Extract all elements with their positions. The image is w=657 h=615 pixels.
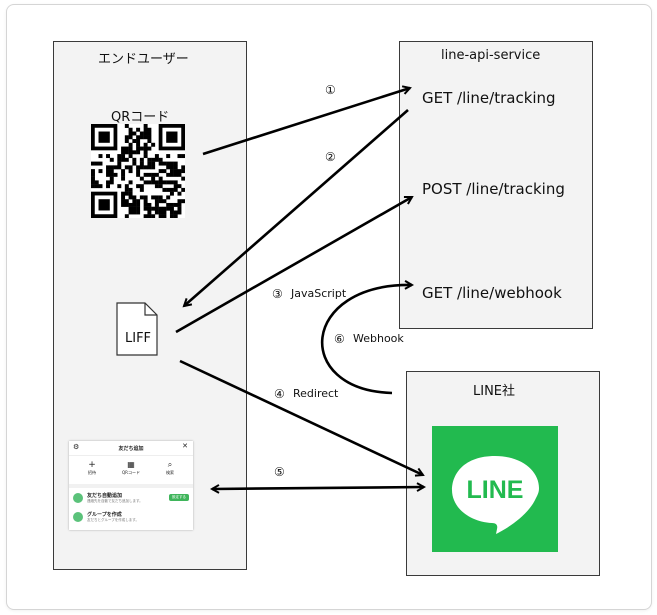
phone-divider	[69, 484, 193, 488]
step4-number: ④	[274, 387, 285, 401]
arrow-step5	[212, 487, 424, 489]
search-label: 検索	[165, 470, 174, 475]
qr-option[interactable]: ▦QRコード	[122, 460, 140, 480]
step5-number: ⑤	[274, 465, 285, 479]
auto-add-icon	[73, 493, 83, 503]
phone-title: 友だち追加	[118, 446, 144, 452]
create-group-row[interactable]: グループを作成 友だちとグループを作成します。	[69, 508, 193, 528]
create-group-sub: 友だちとグループを作成します。	[87, 518, 139, 522]
liff-document-icon	[116, 302, 158, 356]
phone-icon-row: +招待 ▦QRコード ⌕検索	[69, 456, 193, 480]
line-api-service-box	[399, 41, 593, 329]
arrow-step4	[179, 359, 423, 475]
step1-number: ①	[325, 83, 336, 97]
step3-number: ③	[272, 287, 283, 301]
arrow-step3	[175, 195, 412, 334]
invite-label: 招待	[88, 470, 96, 475]
line-company-title: LINE社	[473, 384, 516, 399]
step4-text: Redirect	[293, 387, 339, 400]
auto-add-row[interactable]: 友だち自動追加 連絡先を自動で友だち追加します。 設定する	[69, 488, 193, 508]
phone-header: ⚙ 友だち追加 ✕	[69, 441, 193, 456]
qr-code-label: QRコード	[111, 110, 170, 125]
arrow-step2	[184, 109, 409, 306]
end-user-title: エンドユーザー	[98, 52, 189, 67]
auto-add-title: 友だち自動追加	[87, 493, 123, 499]
liff-label: LIFF	[125, 331, 152, 346]
group-icon	[73, 512, 83, 522]
invite-option[interactable]: +招待	[88, 460, 96, 480]
phone-add-friend-screen: ⚙ 友だち追加 ✕ +招待 ▦QRコード ⌕検索 友だち自動追加 連絡先を自動で…	[69, 441, 193, 530]
search-icon: ⌕	[167, 460, 173, 469]
line-logo: LINE	[432, 426, 558, 552]
gear-icon[interactable]: ⚙	[73, 443, 80, 451]
qr-small-icon: ▦	[127, 460, 135, 469]
endpoint-post-tracking: POST /line/tracking	[422, 180, 565, 198]
qr-code-image	[91, 124, 185, 218]
step2-number: ②	[325, 150, 336, 164]
search-option[interactable]: ⌕検索	[166, 460, 174, 480]
endpoint-get-webhook: GET /line/webhook	[422, 284, 562, 302]
step3-text: JavaScript	[290, 287, 347, 300]
plus-icon: +	[88, 460, 96, 470]
auto-add-sub: 連絡先を自動で友だち追加します。	[87, 499, 143, 503]
step6-text: Webhook	[353, 332, 404, 345]
close-icon[interactable]: ✕	[182, 442, 188, 450]
auto-add-button[interactable]: 設定する	[169, 494, 189, 501]
arrow-step1	[202, 88, 410, 156]
create-group-title: グループを作成	[87, 512, 122, 518]
arrow-step6	[321, 285, 412, 395]
endpoint-get-tracking: GET /line/tracking	[422, 89, 556, 107]
line-api-service-title: line-api-service	[441, 48, 541, 63]
step6-number: ⑥	[334, 332, 345, 346]
line-logo-text: LINE	[467, 476, 524, 504]
qr-option-label: QRコード	[122, 470, 140, 475]
